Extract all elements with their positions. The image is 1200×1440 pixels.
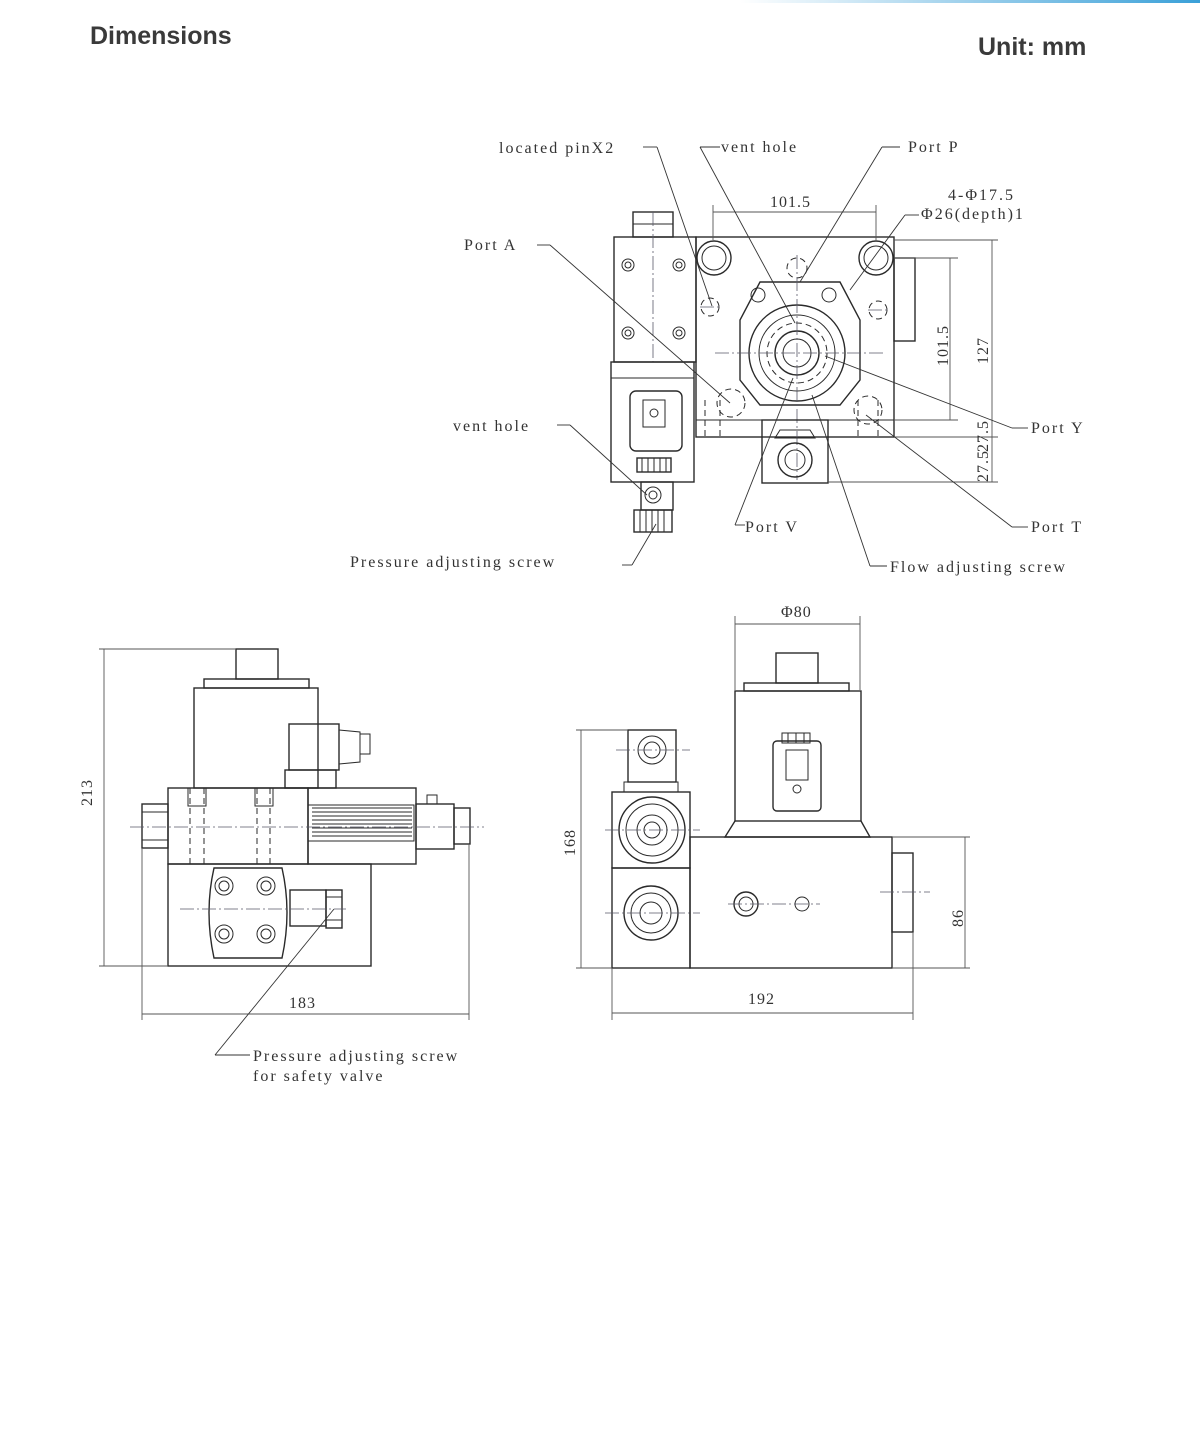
pilot-head-right (627, 729, 677, 783)
dim-offset-a: 27.5 (975, 420, 992, 452)
label-port-p: Port P (908, 139, 960, 156)
side-view-right: Φ80 168 86 192 (562, 604, 970, 1020)
label-port-a: Port A (464, 237, 517, 254)
dim-width-right: 192 (748, 991, 775, 1008)
label-flow-screw: Flow adjusting screw (890, 559, 1067, 576)
top-accent-bar (740, 0, 1200, 3)
main-body-right (689, 836, 893, 969)
dim-height-right: 168 (562, 829, 579, 856)
dim-block-height-right: 86 (950, 909, 967, 927)
lower-block-right (611, 867, 691, 969)
end-nut (141, 803, 169, 849)
dim-width-top: 101.5 (770, 194, 811, 211)
motor-cap (235, 648, 279, 680)
connector-right (772, 740, 822, 812)
motor-housing-right (734, 690, 862, 822)
valve-body (167, 787, 309, 865)
dim-height-total: 127 (975, 337, 992, 364)
label-pressure-screw: Pressure adjusting screw (350, 554, 556, 571)
motor-housing (193, 687, 319, 789)
unit-label: Unit: mm (978, 33, 1087, 61)
pump-flange (739, 281, 861, 406)
label-port-t: Port T (1031, 519, 1083, 536)
label-hole-spec-1: 4-Φ17.5 (948, 187, 1015, 204)
label-safety-screw-1: Pressure adjusting screw (253, 1048, 459, 1065)
side-tab (893, 257, 916, 342)
safety-valve-body (289, 889, 327, 927)
dim-offset-b: 27.5 (975, 450, 992, 482)
label-port-v: Port V (745, 519, 799, 536)
label-located-pin: located pinX2 (499, 140, 615, 157)
page-title: Dimensions (90, 22, 232, 50)
base-block (167, 863, 372, 967)
dim-height-left: 213 (79, 779, 96, 806)
label-vent-hole-top: vent hole (721, 139, 798, 156)
label-safety-screw-2: for safety valve (253, 1068, 385, 1085)
connector-left (288, 723, 340, 771)
main-body (695, 236, 895, 438)
motor-cap-right (775, 652, 819, 684)
pilot-block (613, 236, 697, 363)
solenoid-body (307, 787, 417, 865)
pressure-screw-cap (633, 509, 673, 533)
dim-width-left: 183 (289, 995, 316, 1012)
flow-screw-block (761, 419, 829, 484)
side-view-left: 213 183 Pressure adjusting screw for saf… (79, 648, 484, 1085)
label-vent-hole-left: vent hole (453, 418, 530, 435)
label-hole-spec-2: Φ26(depth)1 (921, 206, 1025, 223)
top-view: 101.5 101.5 127 27.5 27.5 (350, 139, 1085, 576)
label-port-y: Port Y (1031, 420, 1085, 437)
connector (629, 390, 683, 452)
side-tab-right (891, 852, 914, 933)
dim-diameter-right: Φ80 (781, 604, 812, 621)
dim-height-inner: 101.5 (935, 325, 952, 366)
